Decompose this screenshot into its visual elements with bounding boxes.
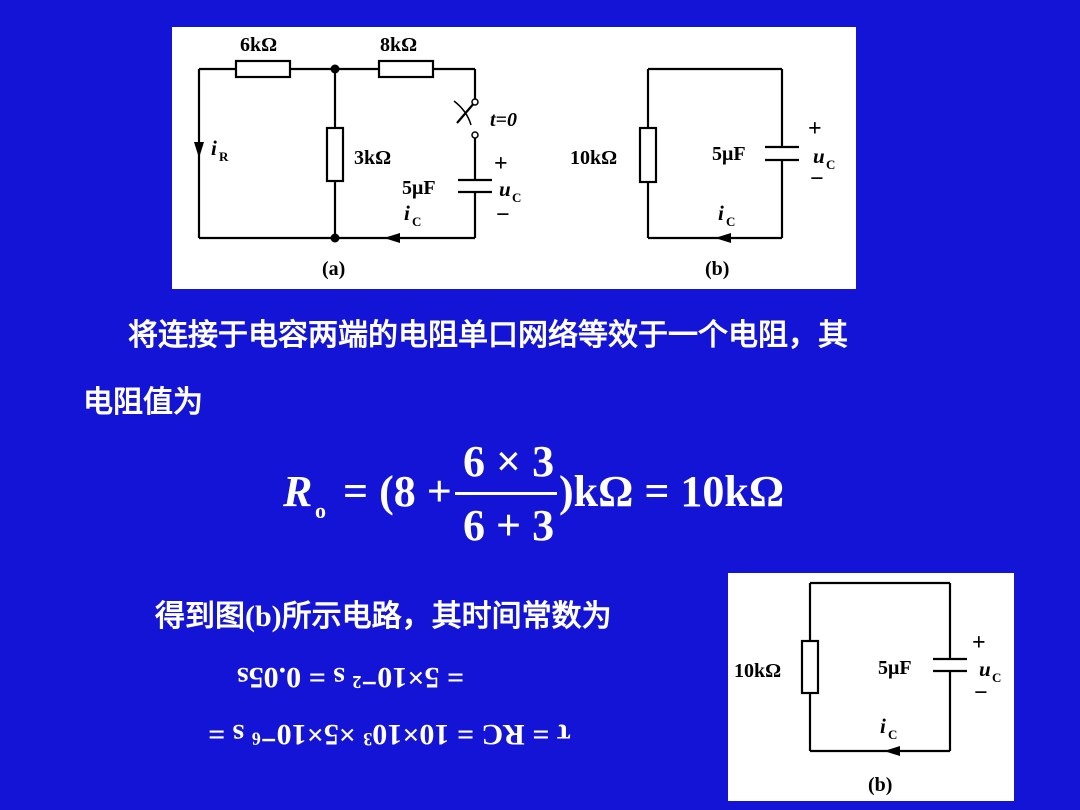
- ir-label: i: [211, 136, 217, 160]
- paragraph-2-ref: (b): [245, 600, 282, 633]
- uc-sub-b2: C: [992, 670, 1001, 685]
- circuit-b-panel: 10kΩ 5μF + u C − i C (b): [728, 573, 1014, 801]
- uc-b-label: u: [813, 144, 825, 168]
- cap-a-plus: +: [494, 151, 508, 177]
- cap-label-b2: 5μF: [878, 657, 912, 679]
- cap-b-label: 5μF: [712, 143, 746, 165]
- tau-formula-line: τ = RC = 10×10³ ×5×10⁻⁶ s =: [208, 718, 571, 751]
- plus-b2: +: [972, 630, 986, 656]
- ic-sub-b2: C: [888, 727, 897, 742]
- ic-a-sub: C: [412, 214, 421, 229]
- resistance-formula: R o = (8 + 6 × 3 6 + 3 )kΩ = 10kΩ: [283, 436, 803, 556]
- resistor-6k-label: 6kΩ: [240, 34, 277, 56]
- caption-a: (a): [322, 258, 345, 280]
- resistor-10k-label: 10kΩ: [570, 147, 617, 169]
- cap-a-label: 5μF: [402, 177, 436, 199]
- ic-b-label: i: [718, 201, 724, 225]
- cap-b-plus: +: [808, 116, 822, 142]
- paragraph-2-suffix: 所示电路，其时间常数为: [281, 599, 612, 634]
- uc-b-sub: C: [826, 157, 835, 172]
- ic-label-b2: i: [880, 714, 886, 738]
- uc-label-b2: u: [979, 657, 991, 681]
- paragraph-2: 得到图(b)所示电路，其时间常数为: [155, 591, 612, 635]
- ir-sub: R: [219, 149, 229, 164]
- formula-lhs: R: [283, 467, 313, 516]
- uc-a-sub: C: [512, 190, 521, 205]
- switch-time-label: t=0: [490, 109, 517, 131]
- formula-open: = (8 +: [343, 467, 452, 516]
- ic-a-label: i: [404, 201, 410, 225]
- paragraph-line-2: 电阻值为: [83, 385, 203, 420]
- minus-b2: −: [974, 680, 988, 706]
- formula-lhs-sub: o: [315, 498, 326, 523]
- resistor-3k-label: 3kΩ: [354, 147, 391, 169]
- circuit-diagram-panel: 6kΩ 8kΩ 3kΩ t=0 + 5μF u C − i C i R (a) …: [172, 27, 856, 289]
- uc-a-label: u: [499, 177, 511, 201]
- caption-b: (b): [705, 258, 729, 280]
- formula-denominator: 6 + 3: [463, 501, 555, 550]
- circuit-diagram-svg: 6kΩ 8kΩ 3kΩ t=0 + 5μF u C − i C i R (a) …: [194, 34, 835, 280]
- caption-b2: (b): [868, 774, 892, 796]
- paragraph-2-prefix: 得到图: [155, 599, 245, 634]
- formula-numerator: 6 × 3: [463, 437, 555, 486]
- resistor-8k-label: 8kΩ: [380, 34, 417, 56]
- cap-b-minus: −: [810, 166, 824, 192]
- tau-result-line: = 5×10⁻² s = 0.05s: [237, 661, 464, 694]
- paragraph-line-1: 将连接于电容两端的电阻单口网络等效于一个电阻，其: [128, 318, 848, 353]
- ic-b-sub: C: [726, 214, 735, 229]
- fraction-bar: [455, 492, 557, 495]
- resistor-10k-label-b2: 10kΩ: [734, 660, 781, 682]
- circuit-b-svg: 10kΩ 5μF + u C − i C (b): [734, 581, 1001, 796]
- cap-a-minus: −: [496, 202, 510, 228]
- formula-close: )kΩ = 10kΩ: [559, 467, 785, 516]
